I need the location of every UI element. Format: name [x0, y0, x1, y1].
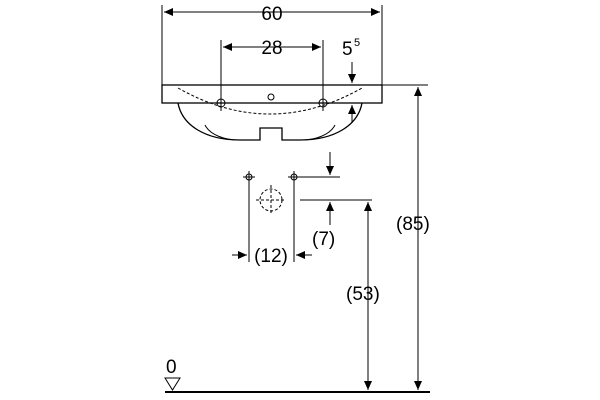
right-pocket	[301, 124, 336, 141]
tap-spacing-label: 28	[261, 38, 282, 59]
dim-drain-height: (53)	[346, 202, 380, 390]
dim-drain-offset: (7)	[300, 152, 372, 250]
drain-outlet	[256, 185, 286, 215]
floor-level-label: 0	[166, 357, 177, 378]
tap-hole-right	[315, 95, 331, 111]
floor-level-triangle-icon	[164, 377, 181, 391]
dim-overall-width: 60	[161, 4, 383, 85]
drain-offset-label: (7)	[312, 229, 335, 250]
overflow-hole	[267, 93, 275, 101]
tap-hole-left	[213, 95, 229, 111]
fixing-point-right	[288, 171, 300, 183]
floor-reference: 0	[164, 357, 430, 393]
drain-height-label: (53)	[346, 284, 380, 305]
bowl-underside	[177, 102, 363, 141]
bowl-inner-dashed	[177, 87, 363, 115]
fixing-point-left	[243, 171, 255, 183]
basin-rim	[161, 84, 383, 104]
left-pocket	[204, 124, 239, 141]
drain-spacing-label: (12)	[254, 246, 288, 267]
dim-tap-hole-spacing: 28	[220, 38, 324, 95]
dim-rim-height: (85)	[382, 84, 430, 390]
rim-thickness-superscript: 5	[354, 37, 360, 49]
dim-drain-spacing: (12)	[232, 246, 312, 267]
dim-rim-thickness: 5 5	[342, 37, 360, 122]
rim-thickness-label: 5	[342, 39, 353, 60]
wall-outlet-pattern	[243, 171, 300, 262]
rim-height-label: (85)	[396, 214, 430, 235]
overall-width-label: 60	[261, 4, 282, 25]
washbasin-outline	[161, 84, 383, 141]
